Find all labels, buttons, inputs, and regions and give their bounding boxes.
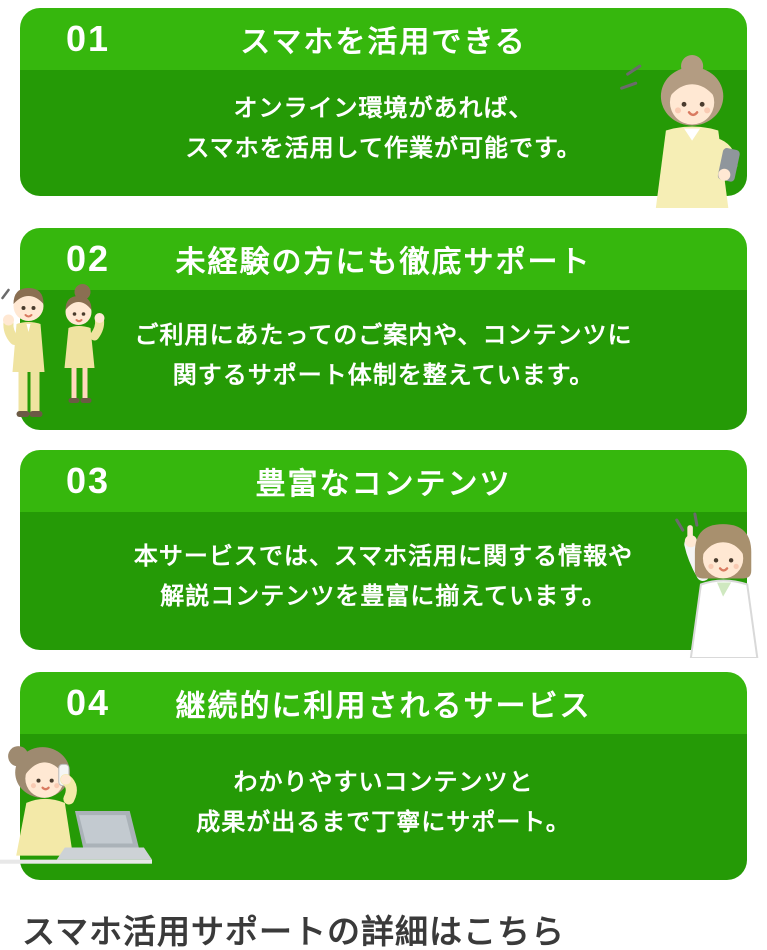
card-title: 未経験の方にも徹底サポート — [175, 246, 592, 279]
card-header: 04 継続的に利用されるサービス — [20, 672, 747, 734]
feature-card-02: 02 未経験の方にも徹底サポート ご利用にあたってのご案内や、コンテンツに 関す… — [20, 228, 747, 430]
card-title: 継続的に利用されるサービス — [175, 690, 592, 723]
card-text-line: スマホを活用して作業が可能です。 — [185, 135, 582, 162]
card-header: 01 スマホを活用できる — [20, 8, 747, 70]
card-title: 豊富なコンテンツ — [255, 468, 512, 501]
card-text-line: 本サービスでは、スマホ活用に関する情報や — [133, 543, 634, 570]
card-text-line: わかりやすいコンテンツと — [233, 769, 534, 796]
card-text-line: ご利用にあたってのご案内や、コンテンツに — [134, 322, 633, 349]
feature-card-03: 03 豊富なコンテンツ 本サービスでは、スマホ活用に関する情報や 解説コンテンツ… — [20, 450, 747, 650]
card-number: 03 — [66, 460, 111, 501]
card-body: 本サービスでは、スマホ活用に関する情報や 解説コンテンツを豊富に揃えています。 — [20, 512, 747, 650]
card-number: 04 — [66, 682, 111, 723]
feature-card-04: 04 継続的に利用されるサービス わかりやすいコンテンツと 成果が出るまで丁寧に… — [20, 672, 747, 880]
woman-with-smartphone-illustration — [609, 52, 749, 208]
card-number: 01 — [66, 18, 111, 59]
card-header: 03 豊富なコンテンツ — [20, 450, 747, 512]
card-text-line: 解説コンテンツを豊富に揃えています。 — [160, 583, 607, 610]
card-number: 02 — [66, 238, 111, 279]
woman-phone-laptop-illustration — [0, 733, 152, 887]
card-header: 02 未経験の方にも徹底サポート — [20, 228, 747, 290]
woman-pointing-up-illustration — [655, 512, 767, 658]
cutoff-heading: スマホ活用サポートの詳細はこちら — [22, 913, 566, 950]
card-text-line: オンライン環境があれば、 — [233, 95, 534, 122]
feature-card-01: 01 スマホを活用できる オンライン環境があれば、 スマホを活用して作業が可能で… — [20, 8, 747, 196]
card-text-line: 成果が出るまで丁寧にサポート。 — [196, 809, 571, 836]
card-body: オンライン環境があれば、 スマホを活用して作業が可能です。 — [20, 70, 747, 196]
card-body: ご利用にあたってのご案内や、コンテンツに 関するサポート体制を整えています。 — [20, 290, 747, 430]
card-title: スマホを活用できる — [240, 26, 527, 59]
business-man-and-woman-illustration — [0, 272, 114, 432]
card-text-line: 関するサポート体制を整えています。 — [172, 362, 595, 389]
